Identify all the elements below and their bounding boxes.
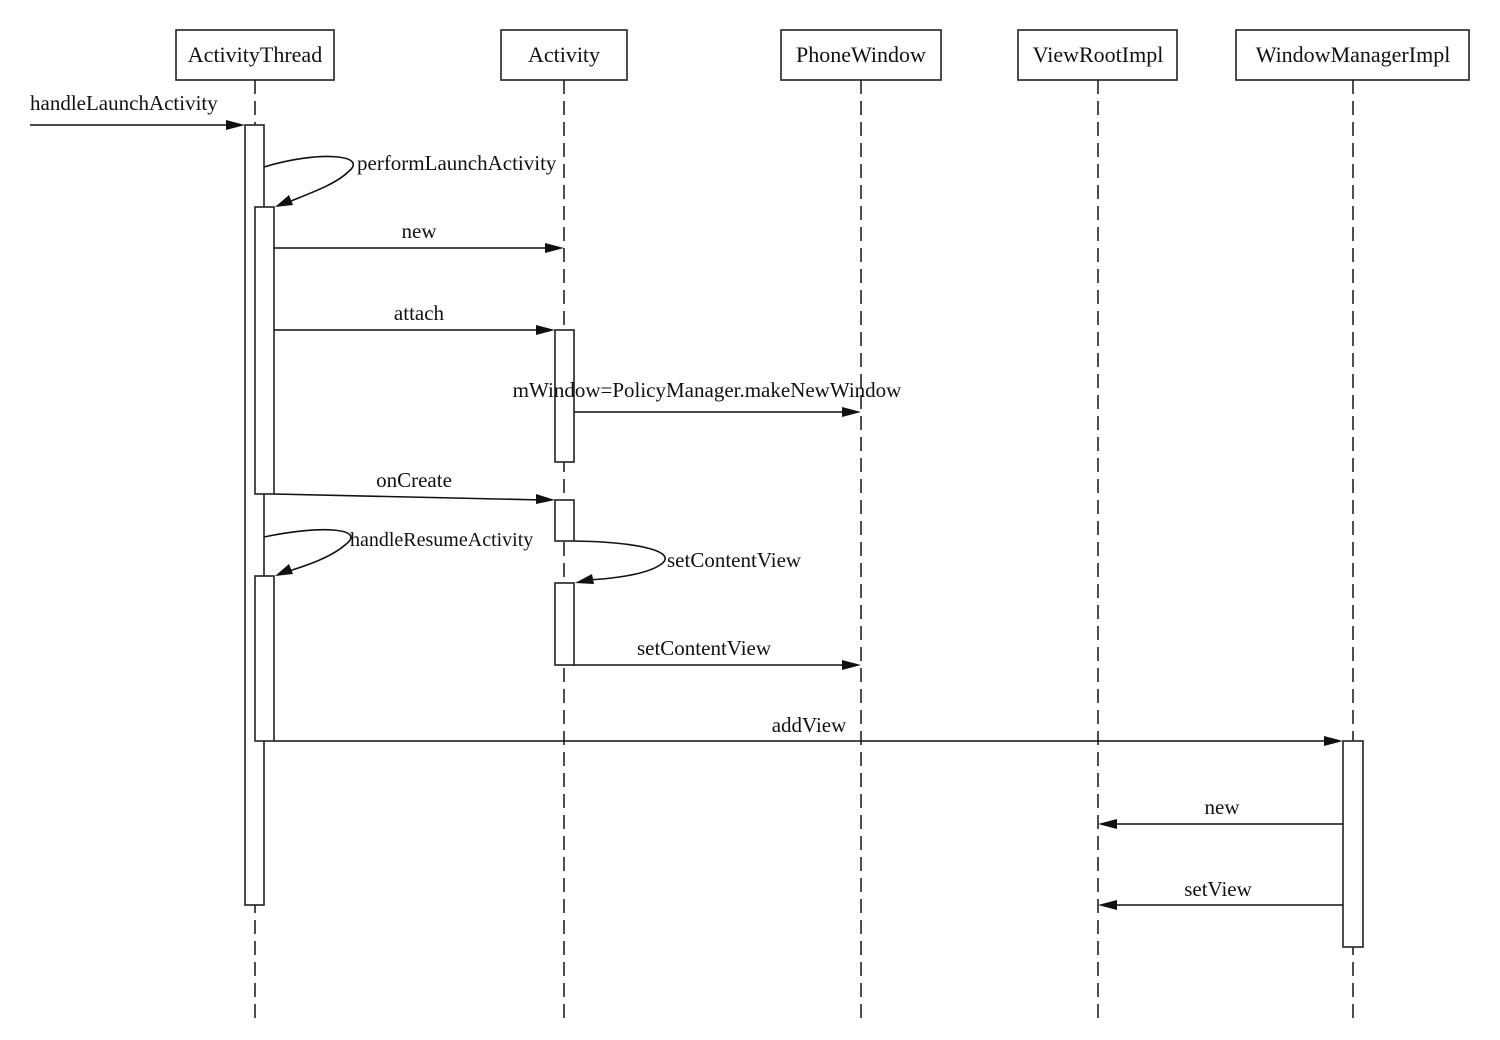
activations (244, 124, 1364, 948)
message-set-content-view: setContentView (574, 636, 861, 670)
message-attach: attach (274, 301, 555, 335)
message-add-view-label: addView (772, 713, 847, 737)
message-perform-launch-arrowhead (275, 195, 293, 207)
participant-phonewindow: PhoneWindow (780, 29, 942, 81)
message-new-activity-arrowhead (545, 243, 564, 253)
message-add-view: addView (274, 713, 1343, 746)
message-on-create: onCreate (273, 468, 555, 504)
message-attach-arrowhead (536, 325, 555, 335)
message-new-viewroot: new (1098, 795, 1343, 829)
message-new-viewroot-label: new (1205, 795, 1241, 819)
message-make-new-window-label: mWindow=PolicyManager.makeNewWindow (513, 378, 902, 402)
message-make-new-window: mWindow=PolicyManager.makeNewWindow (513, 378, 902, 417)
message-new-viewroot-arrowhead (1098, 819, 1117, 829)
message-set-content-view-arrowhead (842, 660, 861, 670)
participant-activity-label: Activity (528, 42, 600, 67)
participant-windowmanagerimpl: WindowManagerImpl (1235, 29, 1470, 81)
messages: handleLaunchActivity performLaunchActivi… (30, 91, 1343, 910)
message-set-view: setView (1098, 877, 1343, 910)
message-set-view-arrowhead (1098, 900, 1117, 910)
message-on-create-arrowhead (536, 494, 555, 504)
participant-activity: Activity (500, 29, 628, 81)
message-handle-launch-label: handleLaunchActivity (30, 91, 218, 115)
participants: ActivityThread Activity PhoneWindow View… (175, 29, 1470, 81)
message-new-activity: new (274, 219, 564, 253)
participant-activitythread-label: ActivityThread (188, 42, 322, 67)
message-set-content-view-self: setContentView (573, 540, 802, 584)
activation-activitythread-handle-resume (254, 575, 275, 742)
message-set-view-label: setView (1184, 877, 1252, 901)
message-handle-resume-arrowhead (275, 564, 293, 576)
message-on-create-line (273, 493, 544, 501)
message-handle-resume: handleResumeActivity (263, 528, 533, 576)
message-perform-launch: performLaunchActivity (263, 151, 557, 207)
activation-windowmanagerimpl (1342, 740, 1364, 948)
message-make-new-window-arrowhead (842, 407, 861, 417)
message-handle-resume-line (263, 528, 352, 573)
activation-activitythread-perform-launch (254, 206, 275, 495)
message-set-content-view-label: setContentView (637, 636, 772, 660)
message-handle-launch-arrowhead (226, 120, 245, 130)
message-set-content-view-self-label: setContentView (667, 548, 802, 572)
activation-activity-setcontentview (554, 582, 575, 666)
message-attach-label: attach (394, 301, 445, 325)
message-new-activity-label: new (402, 219, 438, 243)
message-perform-launch-label: performLaunchActivity (357, 151, 557, 175)
message-handle-launch: handleLaunchActivity (30, 91, 245, 130)
participant-phonewindow-label: PhoneWindow (796, 42, 926, 67)
message-handle-resume-label: handleResumeActivity (350, 529, 533, 551)
message-perform-launch-line (263, 155, 355, 204)
message-set-content-view-self-line (573, 540, 666, 581)
participant-windowmanagerimpl-label: WindowManagerImpl (1256, 42, 1451, 67)
message-set-content-view-self-arrowhead (575, 574, 594, 584)
activation-activity-oncreate (554, 499, 575, 542)
participant-viewrootimpl-label: ViewRootImpl (1033, 42, 1164, 67)
message-add-view-arrowhead (1324, 736, 1343, 746)
participant-activitythread: ActivityThread (175, 29, 335, 81)
participant-viewrootimpl: ViewRootImpl (1017, 29, 1178, 81)
activation-activity-attach (554, 329, 575, 463)
message-on-create-label: onCreate (376, 468, 452, 492)
